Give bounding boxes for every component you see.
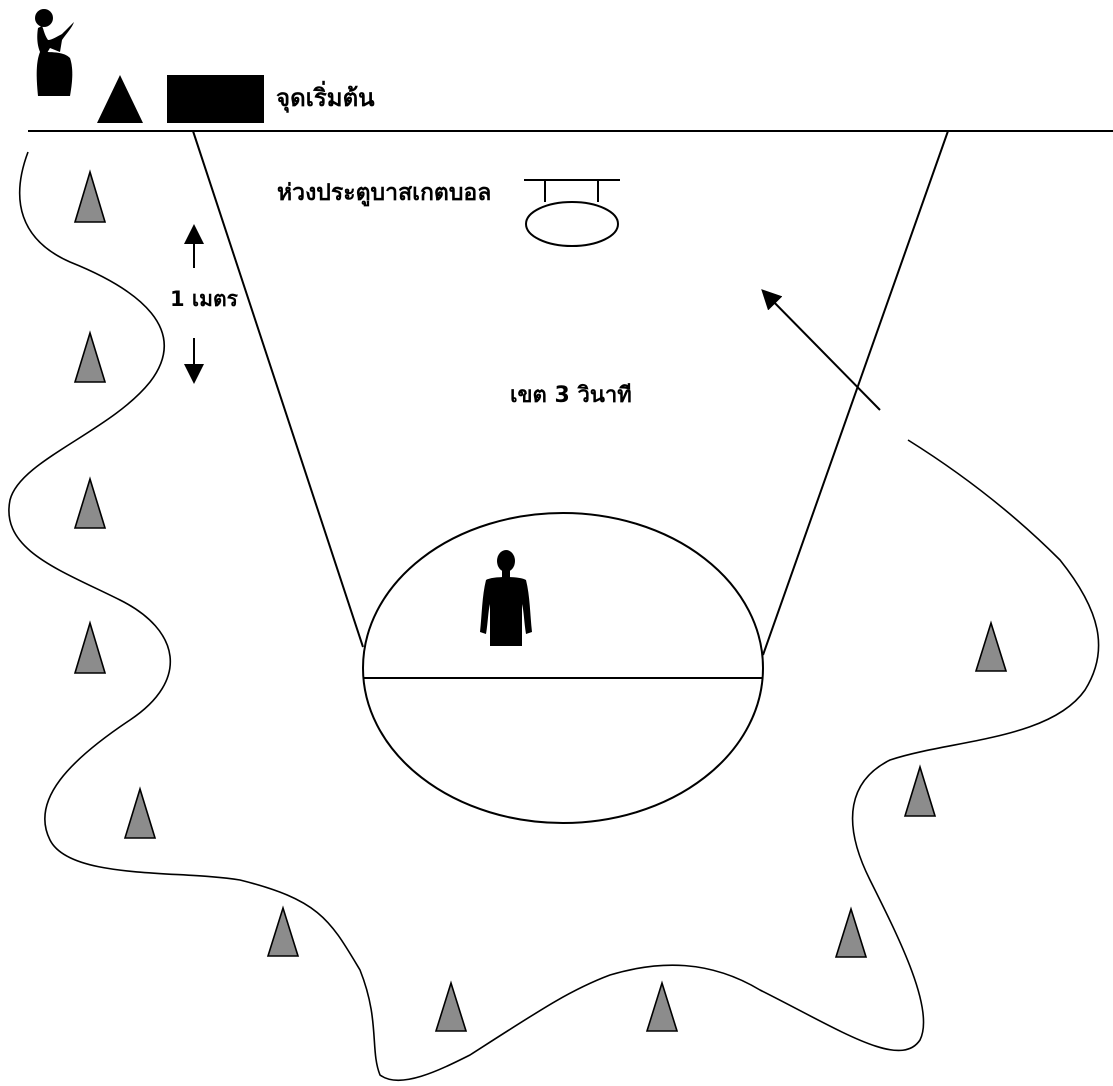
defender-silhouette-icon: [480, 550, 532, 646]
cone-icon: [647, 983, 677, 1031]
free-throw-circle: [363, 513, 763, 823]
zone-label: เขต 3 วินาที: [510, 383, 632, 408]
direction-arrow: [764, 292, 880, 410]
basketball-hoop-icon: [524, 180, 620, 246]
cone-icon: [75, 333, 105, 382]
start-point-label: จุดเริ่มต้น: [276, 80, 375, 114]
distance-label: 1 เมตร: [170, 287, 239, 311]
cone-icon: [268, 908, 298, 956]
cone-icon: [75, 172, 105, 222]
player-shooting-icon: [35, 9, 74, 96]
cone-icon: [75, 623, 105, 673]
start-cone-solid-icon: [97, 75, 143, 123]
cone-icon: [976, 623, 1006, 671]
start-block-icon: [167, 75, 264, 123]
cone-icon: [436, 983, 466, 1031]
lane-outline-right: [763, 131, 948, 655]
hoop-label: ห่วงประตูบาสเกตบอล: [277, 180, 491, 207]
cone-icon: [905, 767, 935, 816]
cone-icon: [75, 479, 105, 528]
lane-outline: [193, 131, 363, 647]
cone-icon: [125, 789, 155, 838]
cone-icon: [836, 909, 866, 957]
